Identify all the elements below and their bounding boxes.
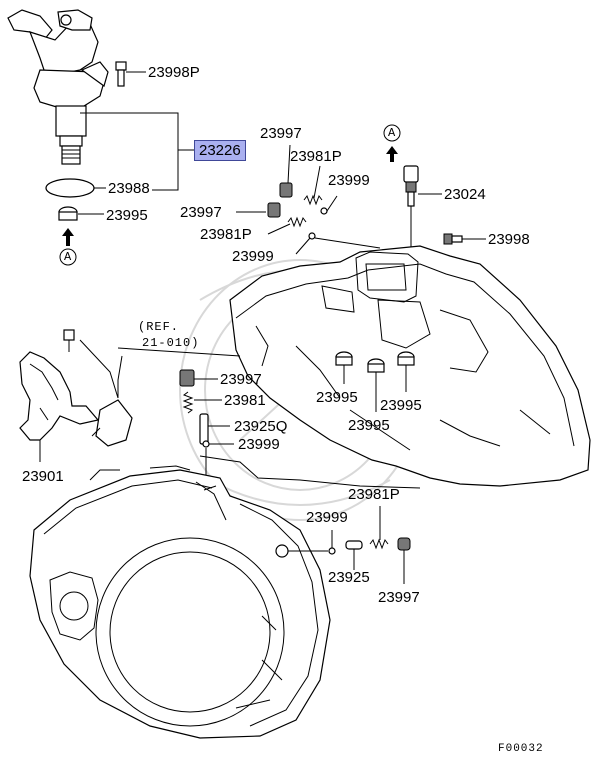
part-label-23999-a[interactable]: 23999 xyxy=(328,172,370,189)
plug-group-lower xyxy=(275,506,411,584)
part-label-23995-c[interactable]: 23995 xyxy=(380,397,422,414)
plug-group-upper xyxy=(236,144,381,255)
part-label-23925Q[interactable]: 23925Q xyxy=(234,418,288,435)
ref-linkage-part xyxy=(79,339,241,447)
part-label-23981[interactable]: 23981 xyxy=(224,392,266,409)
part-label-23995-a[interactable]: 23995 xyxy=(316,389,358,406)
part-label-23981P-b[interactable]: 23981P xyxy=(200,226,252,243)
leader-23226 xyxy=(80,112,195,191)
arrow-up-a-top xyxy=(386,146,398,162)
diagram-code: F00032 xyxy=(498,743,544,755)
part-label-23901[interactable]: 23901 xyxy=(22,468,64,485)
bushing-23995-top xyxy=(58,206,78,221)
ref-label-line2: 21-010) xyxy=(142,336,200,350)
part-label-23998[interactable]: 23998 xyxy=(488,231,530,248)
bushings-23995-trio xyxy=(335,351,415,412)
bracket-23901 xyxy=(19,329,100,462)
part-label-23999-c[interactable]: 23999 xyxy=(238,436,280,453)
arrow-up-a-bottom xyxy=(62,228,74,246)
part-label-23997-b[interactable]: 23997 xyxy=(180,204,222,221)
ref-label-line1: (REF. xyxy=(138,320,180,334)
bell-housing xyxy=(29,455,421,739)
part-label-23024[interactable]: 23024 xyxy=(444,186,486,203)
part-label-23925[interactable]: 23925 xyxy=(328,569,370,586)
part-label-23997-c[interactable]: 23997 xyxy=(220,371,262,388)
part-label-23997-a[interactable]: 23997 xyxy=(260,125,302,142)
bolt-23998P-drawing xyxy=(115,61,146,87)
part-label-23999-d[interactable]: 23999 xyxy=(306,509,348,526)
circle-a-bottom-label: A xyxy=(64,250,73,264)
part-label-23981P-c[interactable]: 23981P xyxy=(348,486,400,503)
part-label-23998P[interactable]: 23998P xyxy=(148,64,200,81)
part-label-23226-highlighted[interactable]: 23226 xyxy=(194,140,246,161)
part-label-23997-d[interactable]: 23997 xyxy=(378,589,420,606)
part-label-23988[interactable]: 23988 xyxy=(108,180,150,197)
bolt-23998 xyxy=(443,233,486,245)
part-label-23995-top[interactable]: 23995 xyxy=(106,207,148,224)
shift-lever-assembly xyxy=(7,9,109,165)
part-label-23981P-a[interactable]: 23981P xyxy=(290,148,342,165)
transmission-case-upper xyxy=(229,245,591,487)
part-label-23995-b[interactable]: 23995 xyxy=(348,417,390,434)
circle-a-top-label: A xyxy=(388,126,397,140)
part-label-23999-b[interactable]: 23999 xyxy=(232,248,274,265)
o-ring-23988 xyxy=(45,178,95,198)
